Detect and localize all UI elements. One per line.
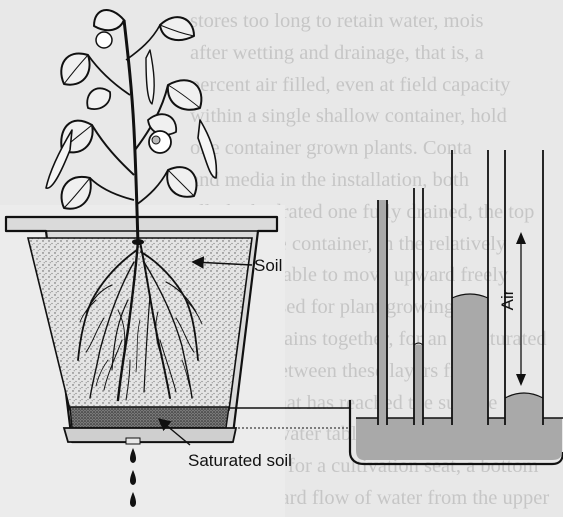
bean-pod xyxy=(198,120,216,178)
soil-label: Soil xyxy=(254,256,282,275)
leaf xyxy=(160,17,194,40)
leaf xyxy=(167,167,196,197)
capillary-tube xyxy=(414,188,423,425)
leaf xyxy=(94,10,124,30)
flower xyxy=(96,32,112,48)
leaf xyxy=(87,88,110,109)
capillary-tube xyxy=(505,150,543,425)
capillary-tube xyxy=(378,200,387,425)
air-arrow-up xyxy=(516,232,526,244)
bean-pod xyxy=(146,50,154,104)
water-drops xyxy=(130,448,136,507)
capillary-tube xyxy=(452,150,488,425)
saturated-soil-layer xyxy=(70,407,229,428)
air-arrow-down xyxy=(516,374,526,386)
bean-pod xyxy=(46,130,72,188)
saturated-soil-label: Saturated soil xyxy=(188,451,292,470)
air-label: Air xyxy=(498,289,517,310)
